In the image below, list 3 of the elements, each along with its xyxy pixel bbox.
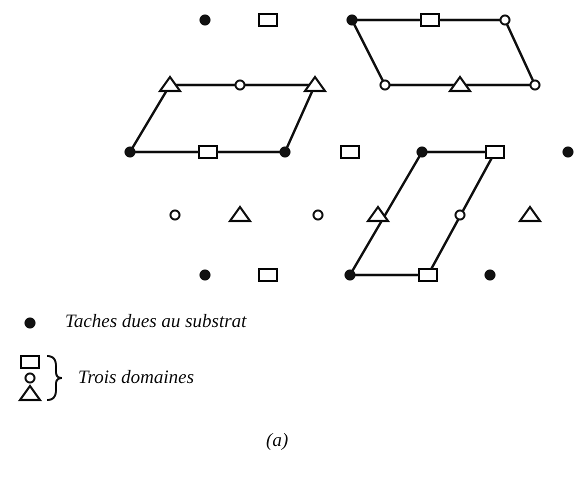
- caption: (a): [266, 430, 288, 452]
- legend-text: Taches dues au substrat: [65, 311, 246, 333]
- legend-text: Trois domaines: [78, 367, 194, 389]
